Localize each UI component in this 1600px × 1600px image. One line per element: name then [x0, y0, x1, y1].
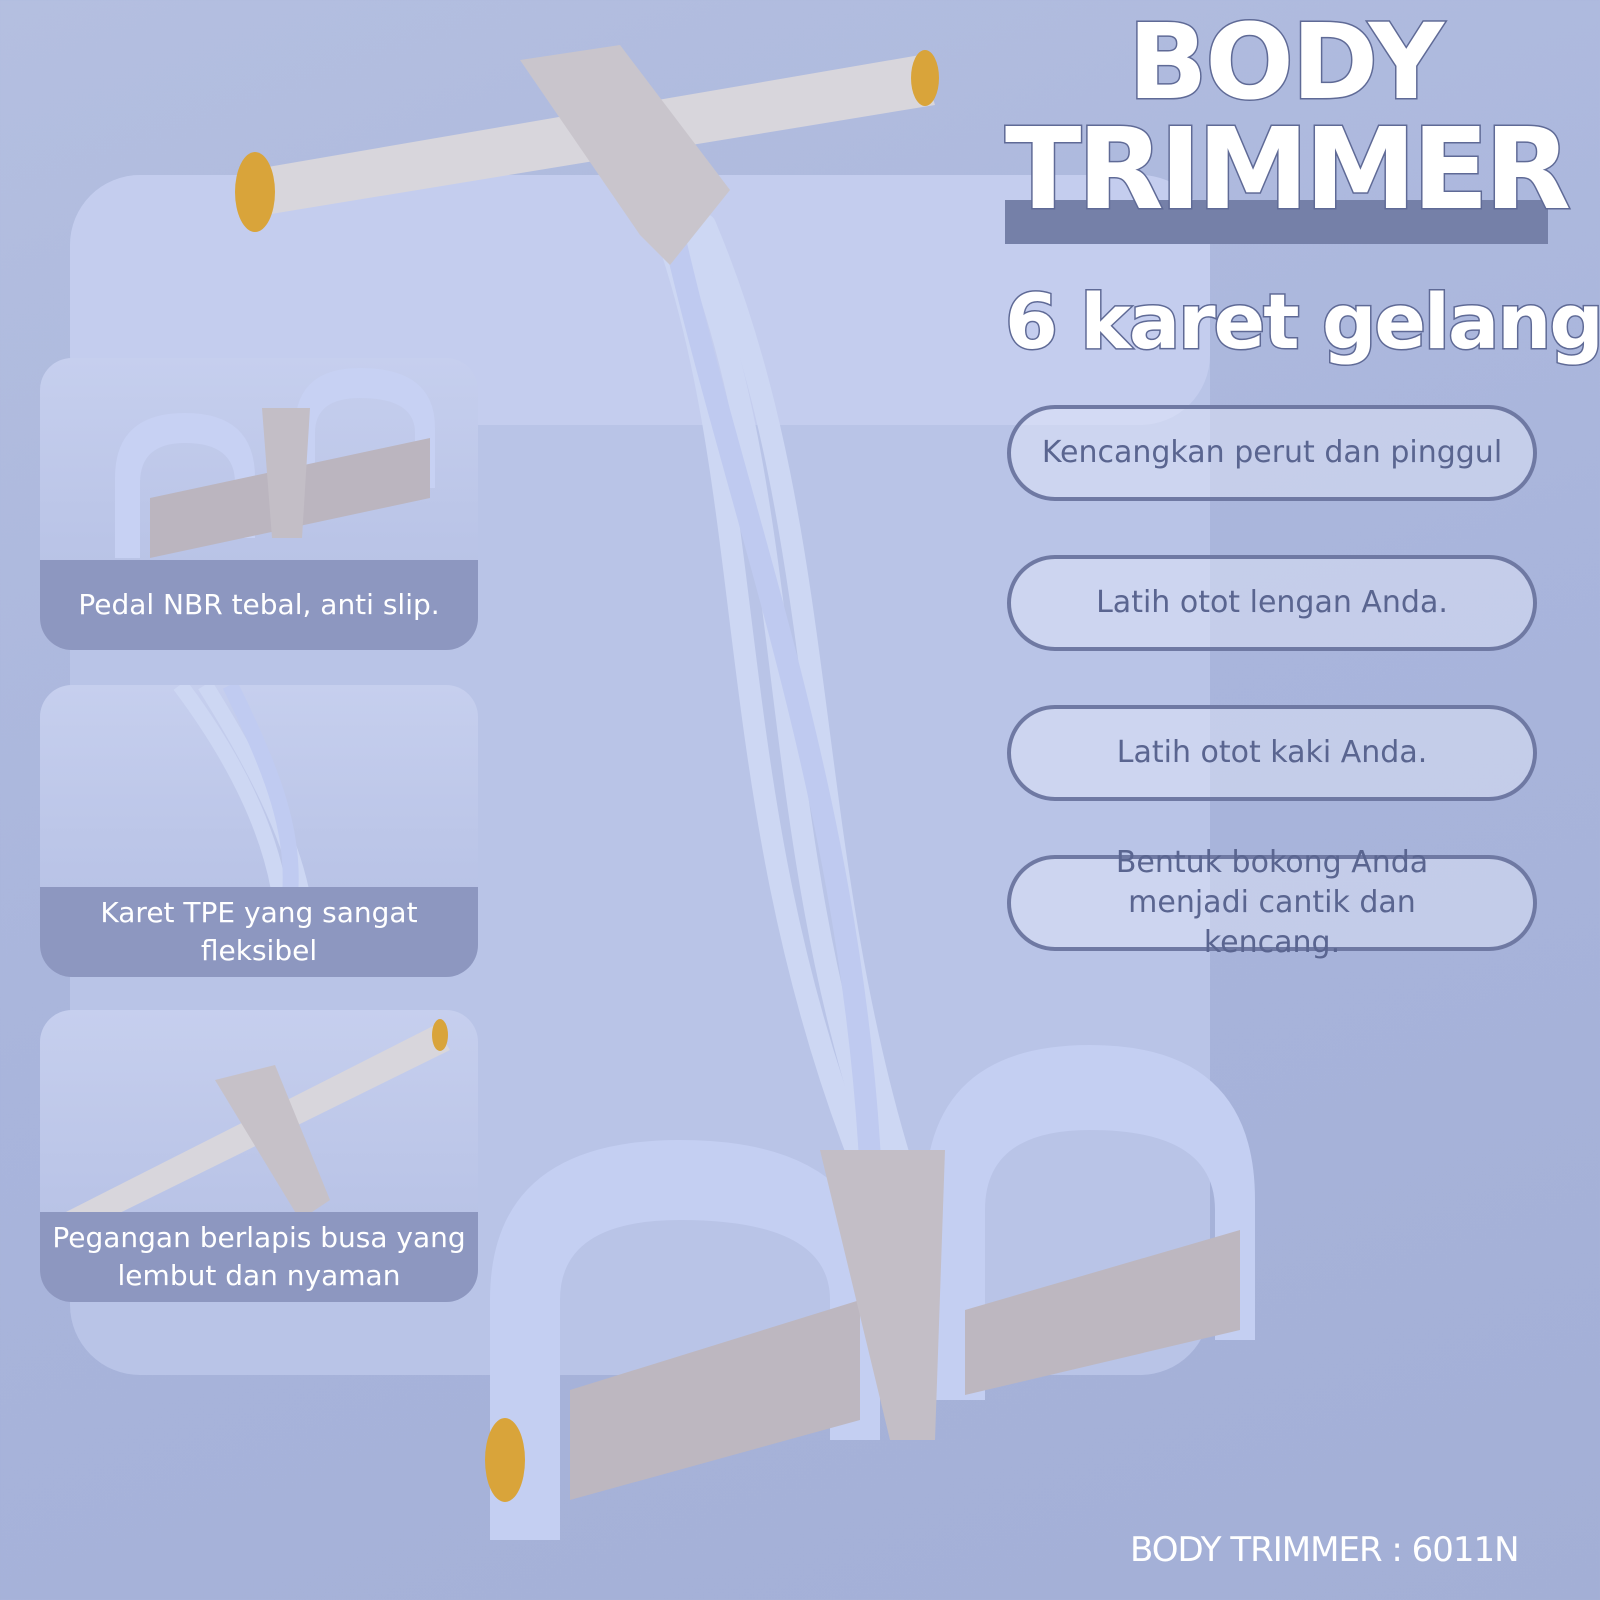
handle-detail-image: [60, 1019, 450, 1235]
subtitle: 6 karet gelang: [1004, 277, 1600, 366]
title-line-1: BODY: [1127, 1, 1446, 123]
model-label: BODY TRIMMER : 6011N: [1130, 1530, 1520, 1570]
title-line-2: TRIMMER: [1004, 105, 1573, 235]
detail-panel-band: Karet TPE yang sangat fleksibel: [40, 685, 478, 977]
pedal-right: [925, 1045, 1255, 1400]
pedal-detail-image: [115, 368, 435, 558]
title-underline-bar: [1005, 200, 1548, 244]
feature-pill: Bentuk bokong Anda menjadi cantik dan ke…: [1007, 845, 1537, 960]
pedal-left: [485, 1140, 880, 1540]
handle: [235, 45, 939, 265]
detail-panel-handle: Pegangan berlapis busa yang lembut dan n…: [40, 1010, 478, 1302]
center-connector: [820, 1150, 945, 1440]
panel-caption: Pedal NBR tebal, anti slip.: [40, 560, 478, 650]
resistance-bands: [654, 214, 911, 1171]
feature-pill: Latih otot kaki Anda.: [1007, 705, 1537, 801]
feature-pill: Kencangkan perut dan pinggul: [1007, 405, 1537, 501]
panel-caption: Karet TPE yang sangat fleksibel: [40, 887, 478, 977]
panel-caption: Pegangan berlapis busa yang lembut dan n…: [40, 1212, 478, 1302]
band-detail-image: [173, 685, 310, 897]
feature-pill: Latih otot lengan Anda.: [1007, 555, 1537, 651]
detail-panel-pedal: Pedal NBR tebal, anti slip.: [40, 358, 478, 650]
